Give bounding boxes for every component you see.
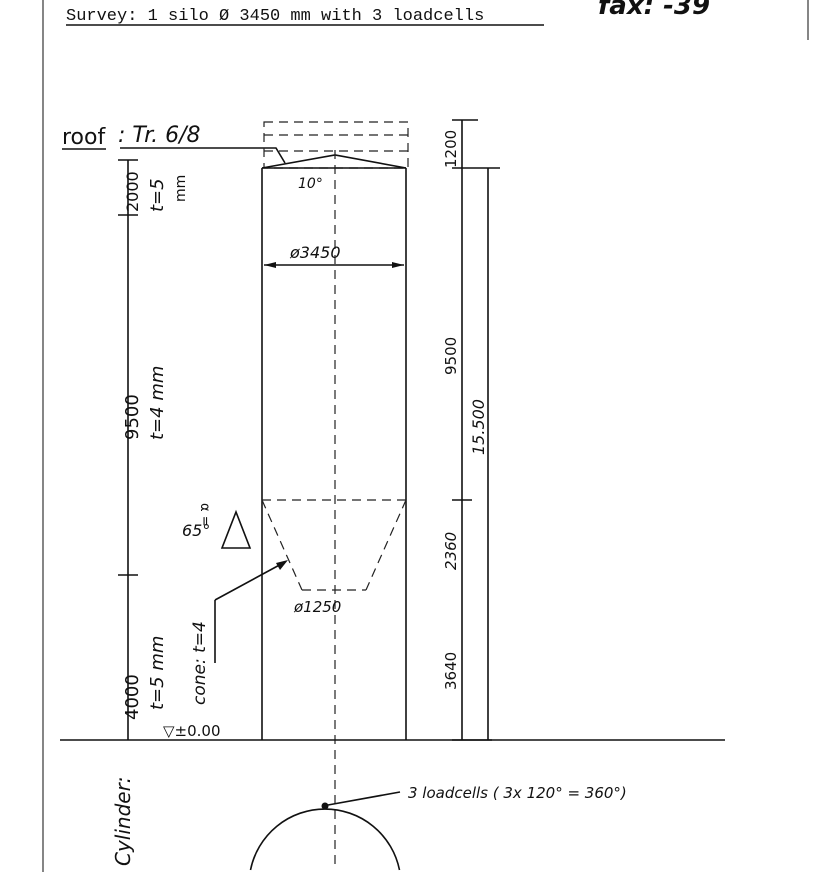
arrowhead-left — [264, 262, 276, 268]
dim-9500-left: 9500 — [122, 394, 143, 440]
roof-label: roof — [62, 125, 106, 150]
dim-2000: 2000 — [123, 171, 142, 212]
dim-1200: 1200 — [442, 130, 460, 168]
arrowhead-right — [392, 262, 404, 268]
roof-spec: : Tr. 6/8 — [118, 123, 201, 148]
cone-thickness: cone: t=4 — [190, 621, 210, 705]
cone-angle: 65° — [182, 521, 210, 540]
roof-leader — [120, 147, 286, 164]
plan-circle — [249, 808, 401, 871]
roof-envelope — [263, 121, 409, 169]
thickness-bottom: t=5 mm — [147, 636, 168, 710]
cone-leader-arrowhead — [276, 560, 288, 570]
survey-title: Survey: 1 silo Ø 3450 mm with 3 loadcell… — [66, 7, 484, 26]
loadcell-point — [321, 802, 329, 810]
fax-number: fax: -39 — [598, 0, 710, 21]
level-mark: ▽±0.00 — [163, 722, 221, 740]
left-dimension-ticks — [118, 159, 138, 576]
dim-4000: 4000 — [122, 674, 143, 720]
thickness-mid: t=4 mm — [147, 366, 168, 440]
thickness-top-unit: mm — [173, 175, 189, 202]
angle-triangle — [220, 509, 252, 549]
cone-right — [365, 499, 407, 591]
roof-angle: 10° — [298, 176, 323, 192]
thickness-top: t=5 — [147, 178, 168, 212]
loadcell-leader — [327, 791, 401, 806]
diameter-top: ø3450 — [289, 243, 341, 262]
dim-3640: 3640 — [442, 652, 460, 690]
cone-angle-label: α = — [197, 503, 212, 527]
loadcells-note: 3 loadcells ( 3x 120° = 360°) — [408, 784, 627, 802]
cone-leader — [214, 561, 286, 601]
cylinder-label: Cylinder: — [111, 776, 135, 866]
diameter-bottom: ø1250 — [293, 598, 341, 616]
dim-total: 15.500 — [469, 399, 488, 455]
right-dimension-ticks — [452, 119, 500, 741]
cone-left — [261, 499, 303, 591]
dim-2360: 2360 — [442, 532, 460, 570]
dim-9500-right: 9500 — [442, 337, 460, 375]
